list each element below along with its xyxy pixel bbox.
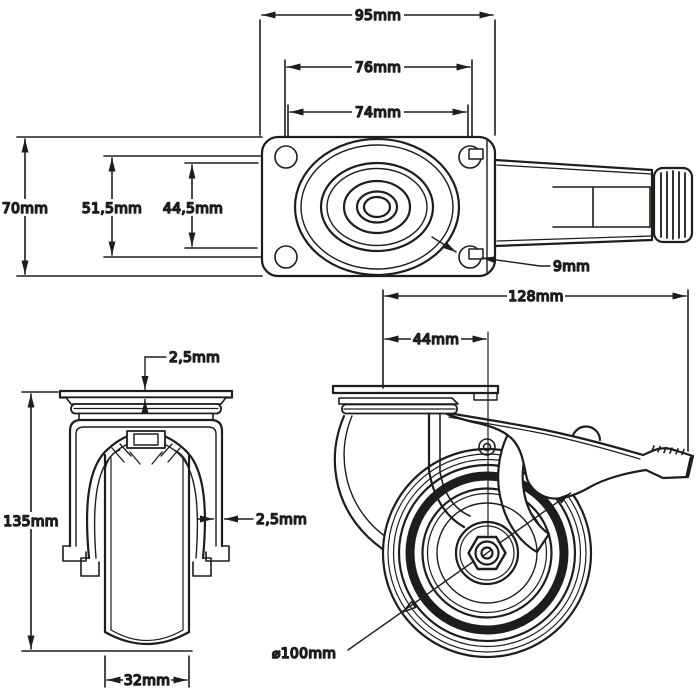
side-view: ⌀100mm 128mm 44mm — [271, 287, 695, 663]
dim-hole-spacing-narrow-label: 74mm — [355, 105, 401, 121]
dim-fork-thickness: 2,5mm — [197, 511, 308, 529]
dim-plate-depth-label: 70mm — [2, 201, 48, 217]
top-view: 95mm 76mm 74mm 70mm 51,5mm 44,5mm — [0, 6, 694, 278]
fork-leg-front — [497, 432, 551, 554]
front-swivel-top — [65, 396, 227, 405]
dim-hole-depth-wide-label: 51,5mm — [82, 201, 142, 217]
swivel-bearing-rings — [293, 137, 461, 277]
dim-hole-depth-wide: 51,5mm — [81, 157, 143, 256]
housing-top-inner-line — [448, 416, 641, 460]
dim-plate-thickness-label: 2,5mm — [169, 350, 220, 366]
front-view: 2,5mm 135mm 2,5mm 32mm — [2, 349, 308, 690]
dim-wheel-diameter: ⌀100mm — [271, 492, 572, 663]
dim-total-length-label: 128mm — [508, 289, 564, 305]
dim-plate-depth: 70mm — [0, 138, 50, 275]
dim-hole-diameter-label: 9mm — [553, 259, 590, 275]
front-wheel — [103, 449, 191, 646]
dim-swivel-offset: 44mm — [384, 330, 489, 536]
dim-total-length: 128mm — [382, 287, 689, 452]
axle-nut — [467, 535, 507, 571]
dim-wheel-diameter-label: ⌀100mm — [272, 646, 336, 662]
bolt-holes — [274, 145, 484, 269]
dim-hole-spacing-narrow: 74mm — [289, 103, 467, 122]
dim-hole-spacing-wide-label: 76mm — [355, 60, 401, 76]
dim-swivel-offset-label: 44mm — [413, 332, 459, 348]
side-plate-edge — [331, 384, 500, 395]
dim-hole-diameter: 9mm — [431, 236, 591, 276]
dim-plate-thickness: 2,5mm — [141, 349, 221, 413]
dim-total-height-label: 135mm — [3, 514, 59, 530]
brake-housing — [441, 410, 695, 500]
dim-plate-width-label: 95mm — [355, 8, 401, 24]
wheel-top-view — [493, 158, 694, 248]
front-fork-body — [62, 418, 230, 577]
front-plate-edge — [58, 389, 234, 399]
dim-total-height: 135mm — [2, 391, 193, 652]
pedal-grip-teeth — [651, 445, 693, 478]
tire-band — [405, 471, 569, 635]
kingpin-boss — [126, 430, 166, 449]
dim-plate-width: 95mm — [261, 6, 494, 25]
dim-hole-depth-narrow-label: 44,5mm — [163, 201, 223, 217]
dim-hole-spacing-wide: 76mm — [286, 58, 471, 77]
dim-hole-depth-narrow: 44,5mm — [162, 164, 224, 247]
dim-fork-thickness-label: 2,5mm — [256, 512, 307, 528]
dim-wheel-width: 32mm — [104, 655, 190, 690]
side-plate-stack — [331, 384, 500, 529]
housing-screw — [478, 438, 496, 456]
dim-wheel-width-label: 32mm — [124, 673, 170, 689]
fork-arch-inner — [93, 439, 199, 559]
top-view-extension-lines — [16, 19, 496, 277]
